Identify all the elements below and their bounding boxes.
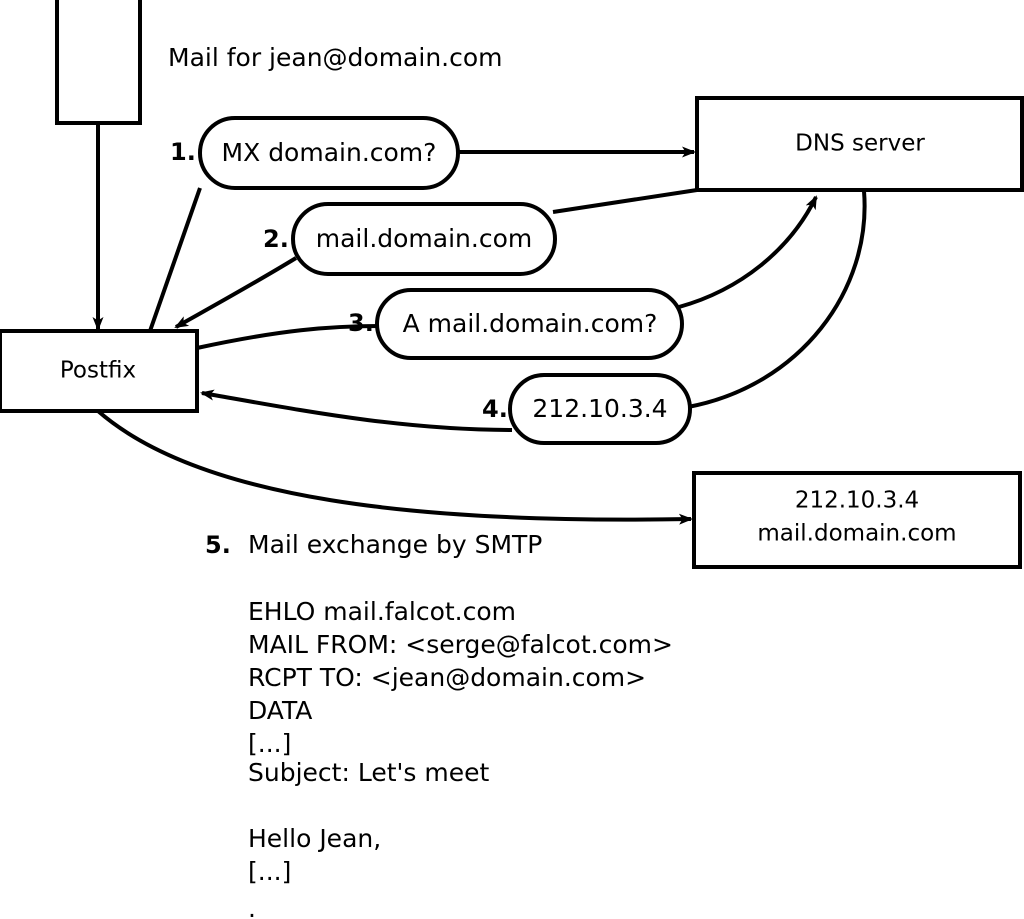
bubble-step4-label: 212.10.3.4 [532,394,667,423]
step-number-5: 5. [205,531,231,559]
bubble-step1-label: MX domain.com? [222,138,437,167]
transcript-line: MAIL FROM: <serge@falcot.com> [248,630,673,659]
transcript-line: . [248,894,256,919]
bubble-step1 [198,116,460,190]
edge-step4-to-postfix [200,389,513,432]
bubble-step4 [508,373,692,445]
step-number-2: 2. [263,225,289,253]
edge-postfix-to-mailserver [96,409,693,525]
edge-dns-to-step4 [687,190,867,409]
smtp-transcript: EHLO mail.falcot.com MAIL FROM: <serge@f… [248,597,673,919]
transcript-line: [...] [248,729,291,758]
transcript-line: Hello Jean, [248,824,381,853]
node-mailserver-hostname: mail.domain.com [757,521,956,547]
transcript-line: DATA [248,696,312,725]
node-dns-server-box [695,96,1024,192]
node-postfix-box [0,329,199,413]
edge-postfix-to-step3 [196,324,381,350]
bubble-step3-label: A mail.domain.com? [403,309,658,338]
transcript-line: EHLO mail.falcot.com [248,597,516,626]
step5-label: Mail exchange by SMTP [248,530,542,559]
transcript-line: Subject: Let's meet [248,758,489,787]
node-mailserver-box [692,471,1022,569]
edge-step2-to-postfix [174,256,298,329]
transcript-line: RCPT TO: <jean@domain.com> [248,663,646,692]
edge-dns-to-step2 [552,188,698,214]
mail-for-note: Mail for jean@domain.com [168,43,503,72]
step-number-1: 1. [170,138,196,166]
node-postfix-label: Postfix [60,358,136,384]
transcript-line: [...] [248,857,291,886]
bubble-step2-label: mail.domain.com [316,224,532,253]
edge-step3-to-dns [678,195,818,309]
node-mailserver-ip: 212.10.3.4 [795,488,919,514]
step-number-4: 4. [482,395,508,423]
step-number-3: 3. [348,309,374,337]
node-client-box [55,0,142,125]
node-dns-server-label: DNS server [795,131,925,157]
bubble-step2 [291,202,557,276]
edge-postfix-to-step1 [148,187,202,332]
bubble-step3 [375,288,684,360]
